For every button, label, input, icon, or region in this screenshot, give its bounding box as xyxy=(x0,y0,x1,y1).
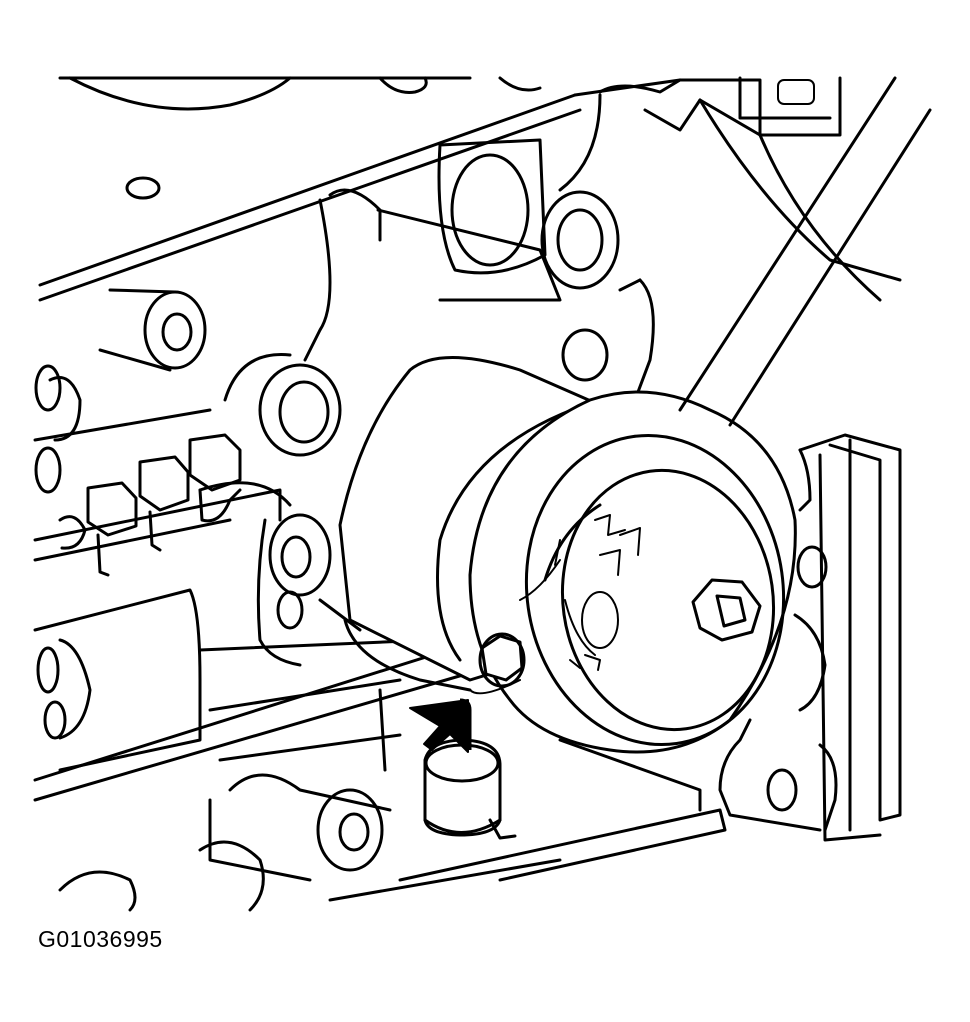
dipstick-tube xyxy=(678,76,932,427)
arrow-icon xyxy=(409,698,472,753)
figure-caption: G01036995 xyxy=(38,926,163,952)
lifter-row xyxy=(33,433,292,577)
lower-block xyxy=(33,588,727,912)
bolt-bosses xyxy=(34,138,655,667)
mounting-bolt xyxy=(469,632,526,695)
mounting-bracket xyxy=(558,433,902,842)
filter-wrench xyxy=(468,390,797,754)
sensor xyxy=(423,738,517,840)
